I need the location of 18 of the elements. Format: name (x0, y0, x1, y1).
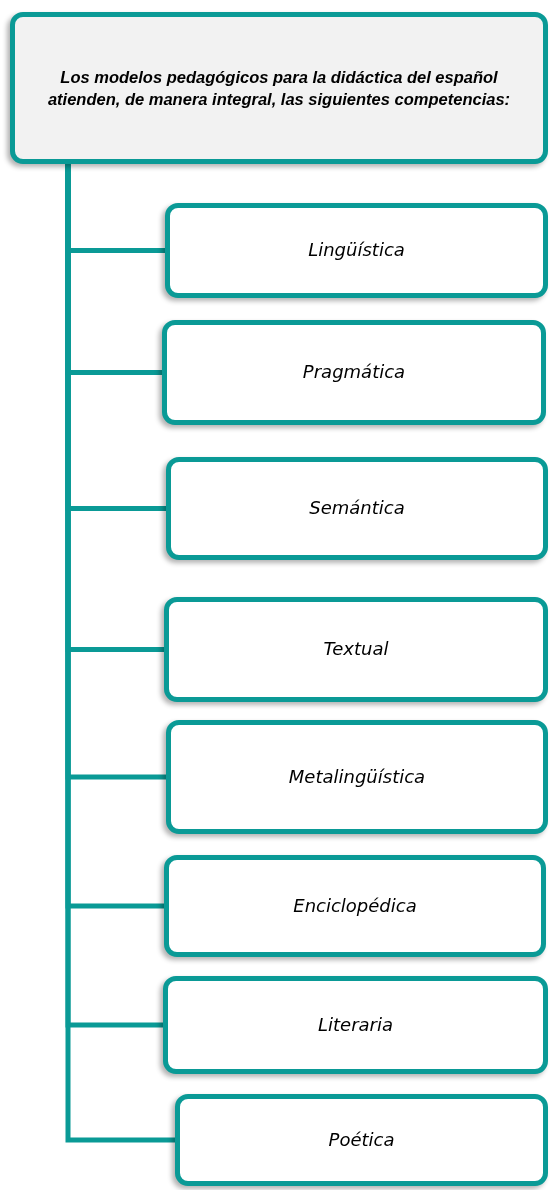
competency-label: Pragmática (302, 360, 406, 385)
heading-text: Los modelos pedagógicos para la didáctica del español atienden, de manera integral, las siguientes competencias: (46, 66, 512, 110)
competency-box (164, 597, 548, 702)
competency-label: Enciclopédica (293, 893, 417, 918)
competency-box (166, 720, 548, 834)
heading-box (10, 12, 548, 164)
competency-label: Lingüística (308, 238, 405, 263)
competency-box (165, 203, 548, 298)
competency-label: Literaria (318, 1012, 393, 1037)
competency-box (175, 1094, 548, 1186)
competency-label: Semántica (309, 496, 405, 521)
competency-box (164, 855, 546, 957)
competency-label: Textual (323, 637, 389, 662)
competency-label: Poética (328, 1127, 395, 1152)
competency-label: Metalingüística (288, 764, 426, 789)
competency-box (162, 320, 546, 425)
competency-box (163, 976, 548, 1074)
competency-box (166, 457, 548, 560)
